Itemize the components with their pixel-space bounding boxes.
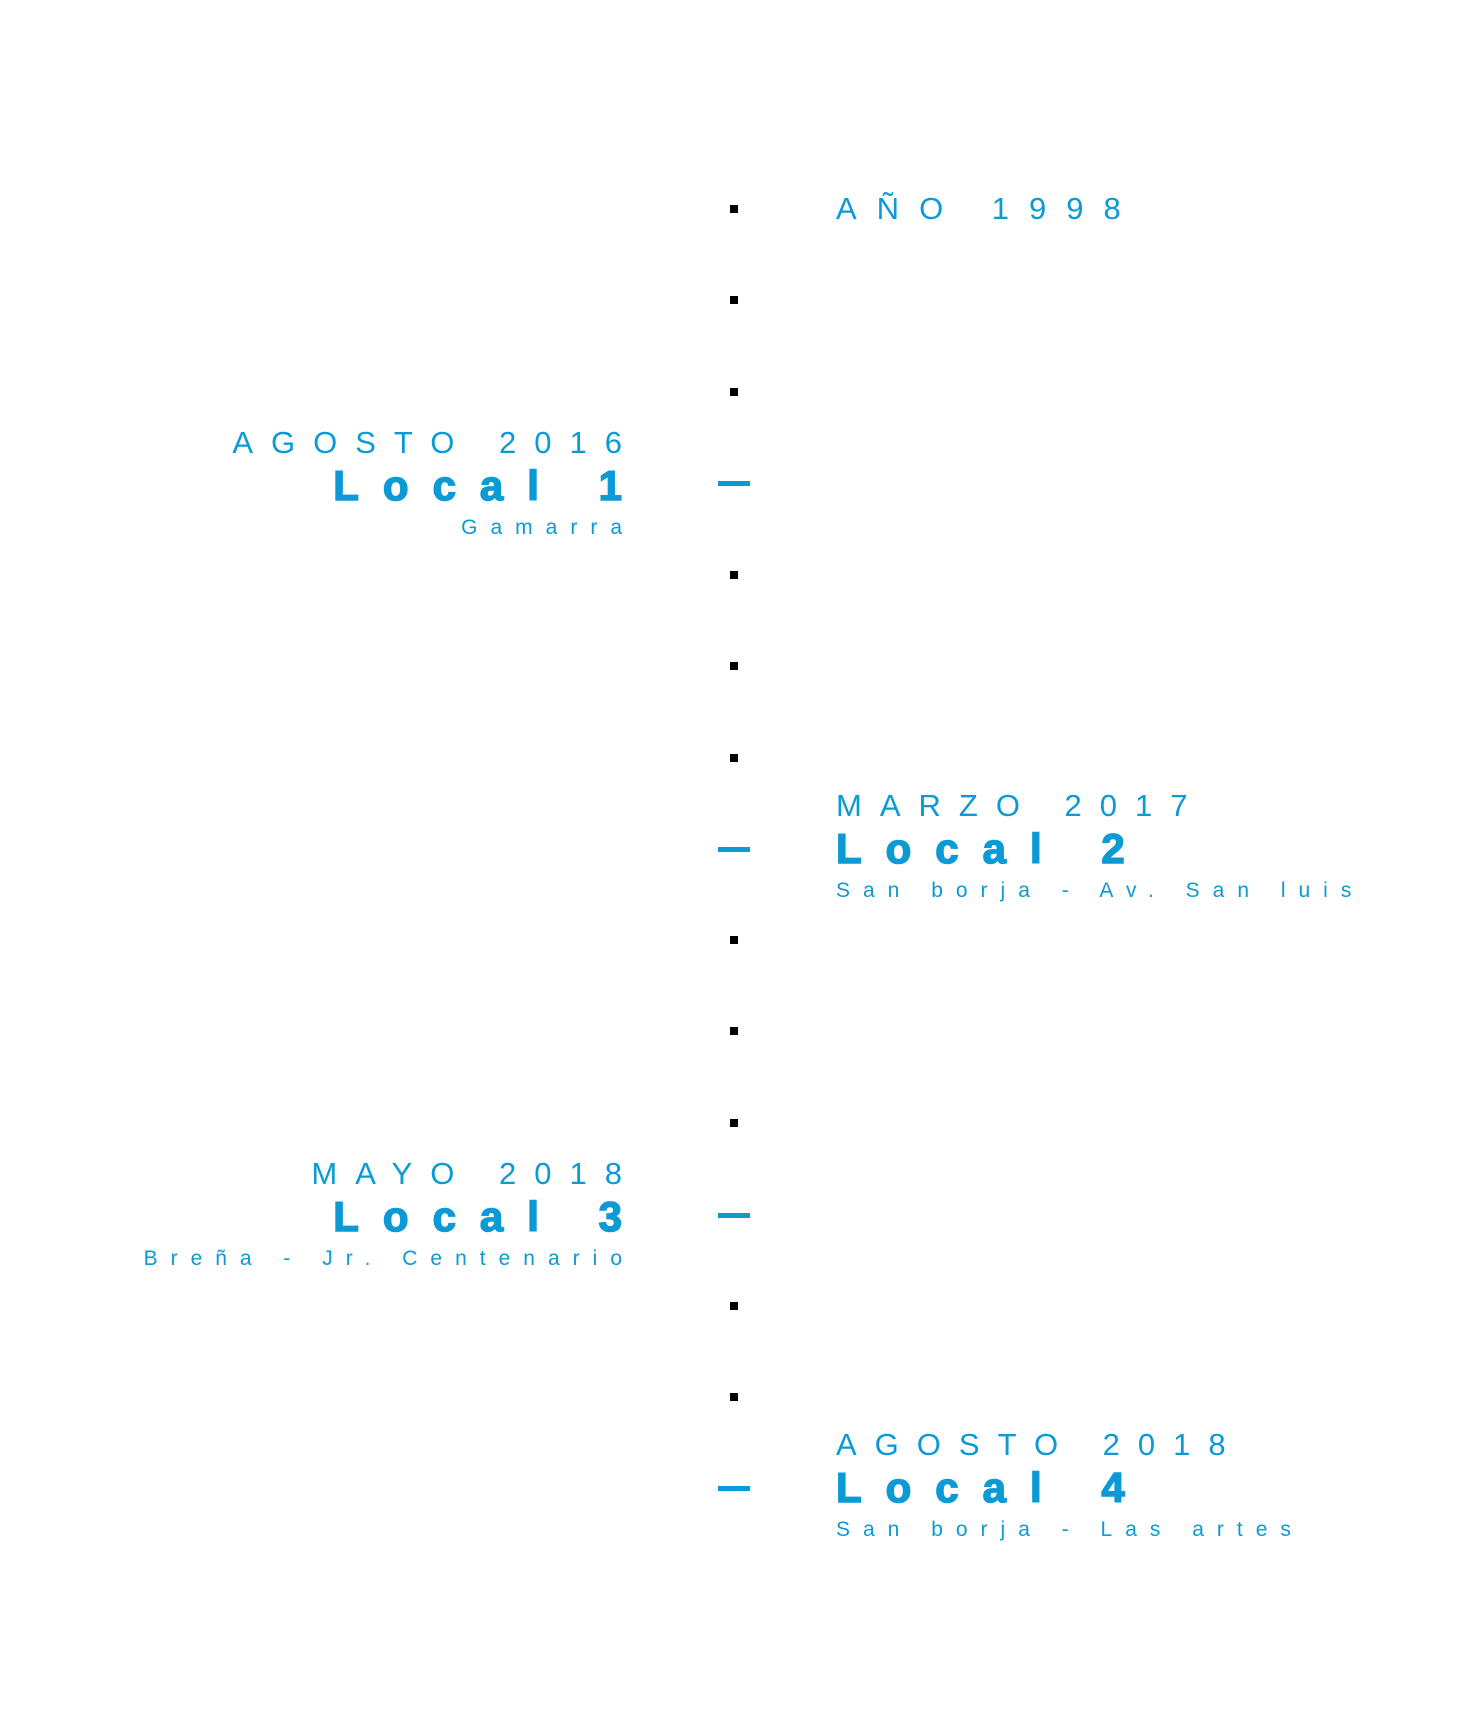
event-location: Gamarra xyxy=(461,516,635,539)
timeline-dot xyxy=(730,936,738,944)
event-location: Breña - Jr. Centenario xyxy=(143,1247,635,1270)
timeline-event: MAYO 2018 Local 3 Breña - Jr. Centenario xyxy=(144,1154,623,1278)
timeline-marker xyxy=(718,847,750,852)
event-title: Local 1 xyxy=(333,462,646,510)
event-date: MAYO 2018 xyxy=(311,1156,640,1191)
timeline-dot xyxy=(730,1027,738,1035)
event-location: San borja - Av. San luis xyxy=(836,879,1365,902)
timeline-dot xyxy=(730,662,738,670)
timeline-marker xyxy=(718,1213,750,1218)
timeline-dot xyxy=(730,1393,738,1401)
timeline-event: MARZO 2017 Local 2 San borja - Av. San l… xyxy=(835,786,1365,910)
event-title: Local 4 xyxy=(835,1464,1149,1512)
event-date: MARZO 2017 xyxy=(836,788,1206,823)
timeline-dot xyxy=(730,1302,738,1310)
timeline-marker xyxy=(718,481,750,486)
timeline-dot xyxy=(730,1119,738,1127)
event-title: Local 2 xyxy=(835,825,1149,873)
event-date: AGOSTO 2016 xyxy=(232,425,640,460)
timeline-dot xyxy=(730,754,738,762)
timeline-start-label: AÑO 1998 xyxy=(836,191,1141,226)
timeline-event: AGOSTO 2016 Local 1 Gamarra xyxy=(232,423,622,547)
event-location: San borja - Las artes xyxy=(836,1518,1304,1541)
timeline-dot xyxy=(730,388,738,396)
timeline-dot xyxy=(730,205,738,213)
event-date: AGOSTO 2018 xyxy=(836,1427,1244,1462)
event-title: Local 3 xyxy=(333,1193,646,1241)
timeline-dot xyxy=(730,296,738,304)
timeline-dot xyxy=(730,571,738,579)
timeline-marker xyxy=(718,1486,750,1491)
timeline-event: AGOSTO 2018 Local 4 San borja - Las arte… xyxy=(835,1425,1304,1549)
